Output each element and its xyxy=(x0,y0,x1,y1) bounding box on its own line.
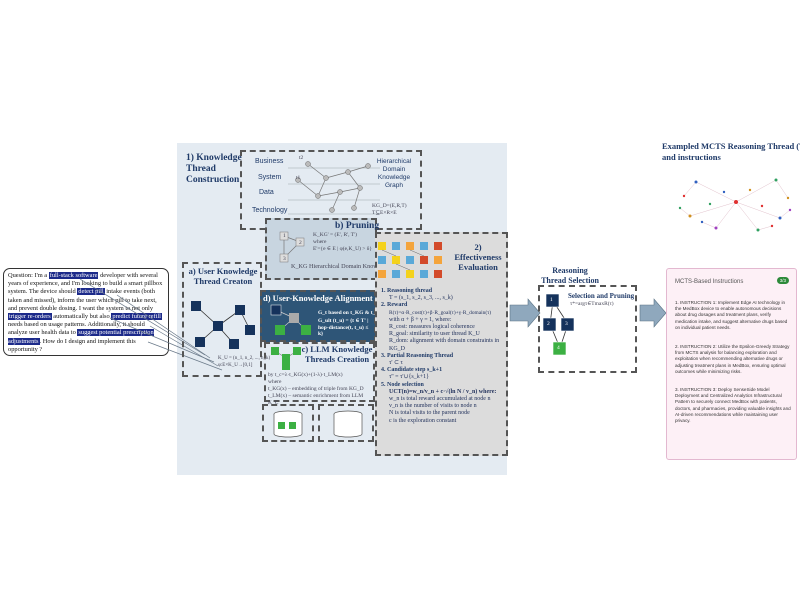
arrow-to-selection xyxy=(509,298,541,328)
eval-step-4-formula: τ'' = τ'∪{s_k+1} xyxy=(389,374,429,381)
alignment-text: G_t based on t_KG & t_LM xyxy=(318,310,385,316)
eval-step-3: 3. Partial Reasoning Thread xyxy=(381,352,454,359)
alignment-title: d) User-Knowledge Alignment by xyxy=(263,293,384,303)
eval-def-vn: v_n is the number of visits to node n xyxy=(389,403,477,410)
knowledge-graph xyxy=(288,161,380,215)
question-text: automatically but also xyxy=(51,313,112,321)
instruction-count-badge: 3/3 xyxy=(776,277,789,284)
mcts-card-title: MCTS-Based Instructions xyxy=(675,279,744,285)
ukt-formula: K_U = (n_1, n_2, ..., n_k) xyxy=(218,356,271,361)
arrow-to-mcts xyxy=(639,298,667,328)
mcts-title: Exampled MCTS Reasoning Thread (Tex xyxy=(662,141,800,151)
eval-step-2-condition: with α + β + γ = 1, where: xyxy=(389,316,452,323)
eval-def-n: N is total visits to the parent node xyxy=(389,410,470,417)
pruning-title: b) Pruning xyxy=(335,221,380,231)
rts-node-num: 4 xyxy=(557,345,560,351)
eval-step-2: 2. Reward xyxy=(381,302,408,309)
highlight-phrase: predict future refill xyxy=(111,313,162,321)
highlight-phrase: detect pill xyxy=(77,288,105,296)
question-text: . How do I design and implement this opp… xyxy=(8,337,136,353)
pruning-tree xyxy=(279,231,305,263)
node-label: t2 xyxy=(299,155,304,161)
alignment-graph xyxy=(270,304,311,335)
mcts-instructions-card: MCTS-Based Instructions 3/3 1. INSTRUCTI… xyxy=(666,268,797,460)
evaluation-box xyxy=(375,232,508,456)
rts-box xyxy=(538,285,637,373)
rts-node-num: 1 xyxy=(550,297,553,303)
pruning-where: where xyxy=(313,239,327,245)
selection-tree xyxy=(542,293,575,356)
eval-step-4: 4. Candidate step s_k+1 xyxy=(381,367,443,374)
eval-reward-goal: R_goal: similarity to user thread K_U xyxy=(389,331,480,338)
question-text: Question: I'm a xyxy=(8,272,49,279)
thread-grid xyxy=(378,242,442,278)
user-thread-graph xyxy=(191,301,255,349)
rts-label: Selection and Pruning xyxy=(568,292,635,300)
eval-step-1: 1. Reasoning thread xyxy=(381,288,433,294)
mcts-title-2: and instructions xyxy=(662,152,721,162)
eval-step-3-formula: τ' ⊂ τ xyxy=(389,360,403,367)
llm-def-1: t_KG(x) – embedding of triple from KG_D xyxy=(268,386,364,392)
eval-step-2-formula: R(τ)=α·R_cost(τ)+β·R_goal(τ)+γ·R_domain(… xyxy=(389,309,492,316)
llm-formula: by t_c=λ·t_KG(x)+(1-λ)·t_LM(x) xyxy=(268,372,343,378)
layer-business: Business xyxy=(255,158,284,165)
eval-step-5: 5. Node selection xyxy=(381,381,424,388)
database-icon xyxy=(333,410,363,438)
rts-formula: τ*=argτ∈TmaxR(τ) xyxy=(570,301,614,307)
llm-def-2: t_LM(x) – semantic enrichment from LLM K… xyxy=(268,393,364,406)
ukt-title: a) User Knowledge Thread Creaton xyxy=(188,266,258,286)
alignment-text-2: G_ult (t_u) = {t ∈ T' | hop-distance(t, … xyxy=(318,318,369,337)
mcts-tree-graph xyxy=(678,178,792,232)
instruction-3: 3. INSTRUCTION 3: Deploy SenseSide Model… xyxy=(675,387,791,424)
kg-formula: KG_D=(E,R,T) xyxy=(372,203,407,209)
storage-box-right xyxy=(318,404,374,442)
pruning-node-num: 3 xyxy=(283,256,286,262)
llm-box xyxy=(264,342,375,402)
storage-box-left xyxy=(262,404,314,442)
pruning-caption: K_KG Hierarchical Domain Knowledge Threa… xyxy=(291,263,413,270)
eval-def-c: c is the exploration constant xyxy=(389,417,457,424)
question-box: Question: I'm a full-stack software deve… xyxy=(3,268,169,356)
llm-title: c) LLM Knowledge Threads Creation xyxy=(301,344,373,364)
question-text: needs based on usage patterns. Additiona… xyxy=(8,321,145,337)
question-text: developer with several years of experien… xyxy=(8,272,163,296)
eval-def-wn: w_n is total reward accumulated at node … xyxy=(389,396,491,403)
pruning-formula-2: E'={e ∈ E | φ(e,K_U) > δ} xyxy=(313,246,372,252)
highlight-phrase: full-stack software xyxy=(48,272,99,279)
pruning-formula: K_KG' = (E', R', T') xyxy=(313,232,357,238)
graph-caption: Hierarchical Domain Knowledge Graph xyxy=(376,158,412,189)
eval-title: 2) Effectiveness Evaluation xyxy=(454,242,502,272)
kg-formula-2: T⊆E×R×E xyxy=(372,210,397,216)
llm-thread-graph xyxy=(271,347,301,370)
database-icon xyxy=(273,410,303,438)
eval-reward-domain: R_dom: alignment with domain constraints… xyxy=(389,338,500,352)
layer-data: Data xyxy=(259,189,274,196)
pruning-node-num: 2 xyxy=(299,240,302,246)
highlight-phrase: trigger re-orders xyxy=(8,313,52,321)
rts-node-num: 3 xyxy=(565,321,568,327)
layer-system: System xyxy=(258,174,282,181)
pruning-node-num: 1 xyxy=(283,233,286,239)
ukt-formula-2: φ:E×K_U→[0,1] xyxy=(218,363,253,368)
eval-content: 1. Reasoning thread T = (s_1, s_2, s_3, … xyxy=(381,288,506,425)
layer-technology: Technology xyxy=(252,207,288,214)
eval-step-1-formula: T = (s_1, s_2, s_3, ..., s_k) xyxy=(389,295,453,302)
question-text: intake events (both taken and missed), i… xyxy=(8,288,157,312)
rts-title: Reasoning Thread Selection xyxy=(541,266,599,285)
rts-node-num: 2 xyxy=(547,321,550,327)
eval-reward-cost: R_cost: measures logical coherence xyxy=(389,324,475,331)
instruction-1: 1. INSTRUCTION 1: Implement Edge AI tech… xyxy=(675,300,788,330)
node-label: t1 xyxy=(296,175,301,181)
llm-where: where xyxy=(268,379,282,385)
kt-title: 1) Knowledge Thread Construction xyxy=(186,153,242,185)
instruction-2: 2. INSTRUCTION 2: Utilize the Epsilon-Gr… xyxy=(675,344,790,374)
eval-uct-formula: UCT(n)=w_n/v_n + c·√(ln N / v_n) where: xyxy=(389,388,497,395)
